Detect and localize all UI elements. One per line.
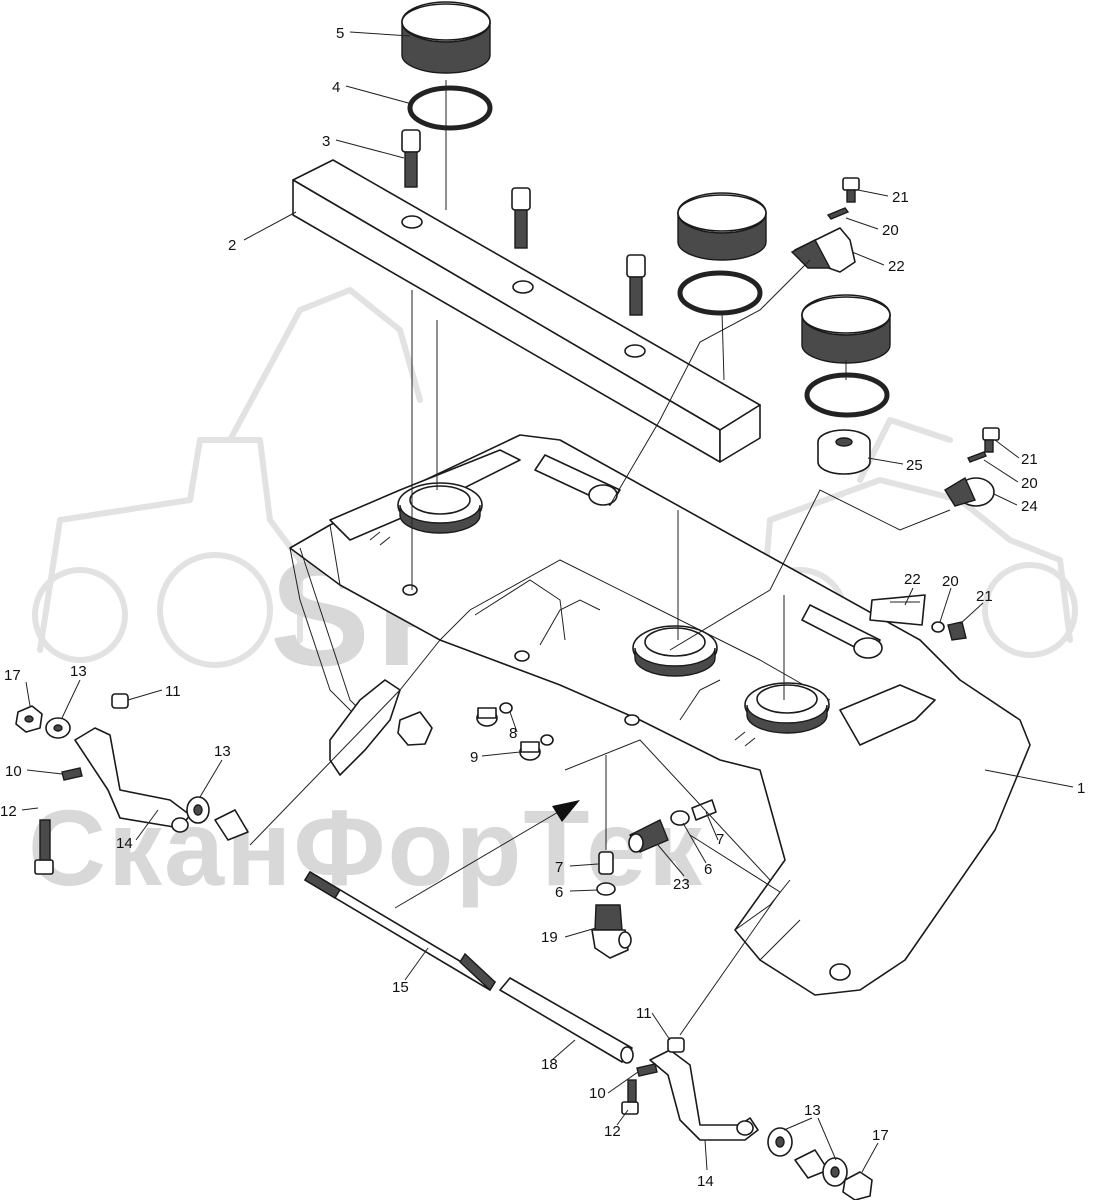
bolt-3-right <box>626 254 646 316</box>
washer-13-left <box>45 717 71 739</box>
callout-21: 21 <box>892 189 909 206</box>
callout-6: 6 <box>555 884 563 901</box>
callout-labels: 5 4 3 2 21 20 22 25 21 20 24 22 20 21 1 … <box>0 25 1085 1190</box>
callout-10: 10 <box>589 1085 606 1102</box>
washer-20-top <box>826 207 850 220</box>
callout-24: 24 <box>1021 498 1038 515</box>
o-ring-4-mid <box>677 270 763 316</box>
frame-bearing-left <box>397 482 483 534</box>
fitting-23 <box>628 819 669 853</box>
callout-22: 22 <box>888 258 905 275</box>
main-frame <box>289 434 1031 996</box>
callout-leaders <box>21 31 1074 1173</box>
callout-2: 2 <box>228 237 236 254</box>
callout-20: 20 <box>942 573 959 590</box>
callout-4: 4 <box>332 79 340 96</box>
bolt-3-left <box>401 129 421 188</box>
pin-7-right <box>691 799 717 821</box>
washer-13-right-2 <box>822 1157 848 1187</box>
callout-12: 12 <box>0 803 17 820</box>
right-linkage <box>621 1037 873 1200</box>
frame-bearing-middle <box>632 625 718 677</box>
washer-13-left-2 <box>186 796 210 824</box>
callout-7: 7 <box>555 859 563 876</box>
nut-17-left <box>15 705 43 733</box>
knob-5-top <box>401 1 491 74</box>
knob-5-mid <box>677 192 767 261</box>
nut-17-right <box>842 1171 873 1200</box>
callout-22: 22 <box>904 571 921 588</box>
o-ring-4-right <box>804 372 890 418</box>
washer-13-right-1 <box>767 1127 793 1157</box>
callout-15: 15 <box>392 979 409 996</box>
washer-20-right <box>931 621 945 633</box>
tube-18 <box>499 977 634 1064</box>
washer-10-left <box>61 767 83 781</box>
o-ring-4-top <box>407 85 493 131</box>
washer-8-lower <box>540 734 554 746</box>
left-linkage <box>15 693 249 875</box>
bushing-25 <box>817 429 871 475</box>
callout-17: 17 <box>4 667 21 684</box>
callout-11: 11 <box>165 683 181 700</box>
washer-8 <box>499 702 513 714</box>
callout-20: 20 <box>1021 475 1038 492</box>
frame-bearing-right <box>744 682 830 734</box>
washer-10-right <box>636 1063 658 1077</box>
pin-7-lower <box>598 851 614 875</box>
plug-9 <box>476 707 498 727</box>
tie-rod-15 <box>304 871 496 992</box>
callout-18: 18 <box>541 1056 558 1073</box>
callout-8: 8 <box>509 725 517 742</box>
callout-19: 19 <box>541 929 558 946</box>
callout-5: 5 <box>336 25 344 42</box>
top-beam <box>292 159 761 463</box>
elbow-fitting-19 <box>591 904 632 959</box>
screw-21-top <box>842 177 860 203</box>
knob-5-right <box>801 294 891 364</box>
callout-11: 11 <box>636 1005 652 1022</box>
bushing-11-right <box>667 1037 685 1053</box>
bolt-12-right <box>621 1079 639 1115</box>
callout-23: 23 <box>673 876 690 893</box>
callout-14: 14 <box>116 835 133 852</box>
callout-20: 20 <box>882 222 899 239</box>
callout-10: 10 <box>5 763 22 780</box>
assembly-guide-lines <box>249 80 951 1036</box>
callout-9: 9 <box>470 749 478 766</box>
callout-13: 13 <box>214 743 231 760</box>
callout-25: 25 <box>906 457 923 474</box>
clamp-24 <box>944 476 995 507</box>
plate-left <box>214 809 249 841</box>
assembly-direction-arrow <box>394 800 580 909</box>
callout-13: 13 <box>804 1102 821 1119</box>
washer-6-lower <box>596 882 616 896</box>
frame-pivot-right <box>801 604 883 659</box>
callout-3: 3 <box>322 133 330 150</box>
callout-21: 21 <box>1021 451 1038 468</box>
plug-9-lower <box>519 741 541 761</box>
callout-7: 7 <box>716 831 724 848</box>
callout-13: 13 <box>70 663 87 680</box>
callout-12: 12 <box>604 1123 621 1140</box>
callout-14: 14 <box>697 1173 714 1190</box>
clamp-22-right <box>869 594 926 626</box>
washer-6-right <box>670 810 690 826</box>
callout-1: 1 <box>1077 780 1085 797</box>
bolt-12-left <box>34 819 54 875</box>
callout-17: 17 <box>872 1127 889 1144</box>
clamp-22-top <box>790 227 856 273</box>
washer-20-mid <box>967 451 987 463</box>
callout-21: 21 <box>976 588 993 605</box>
callout-6: 6 <box>704 861 712 878</box>
bushing-11-left <box>111 693 129 709</box>
screw-21-right <box>947 621 967 641</box>
screw-21-mid <box>982 427 1000 453</box>
bolt-3-middle <box>511 187 531 249</box>
